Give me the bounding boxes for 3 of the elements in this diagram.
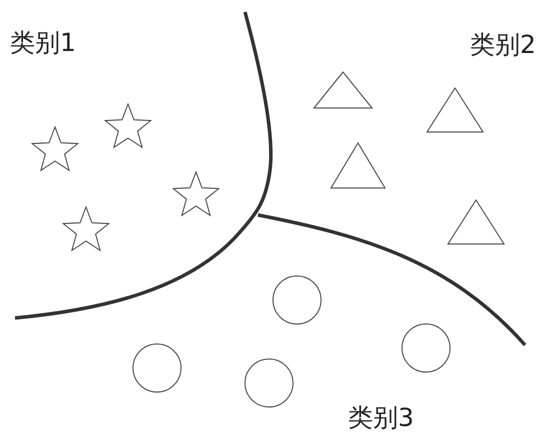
- category-label: 类别2: [470, 32, 536, 57]
- category-label: 类别1: [10, 30, 76, 55]
- category-label: 类别3: [348, 405, 414, 430]
